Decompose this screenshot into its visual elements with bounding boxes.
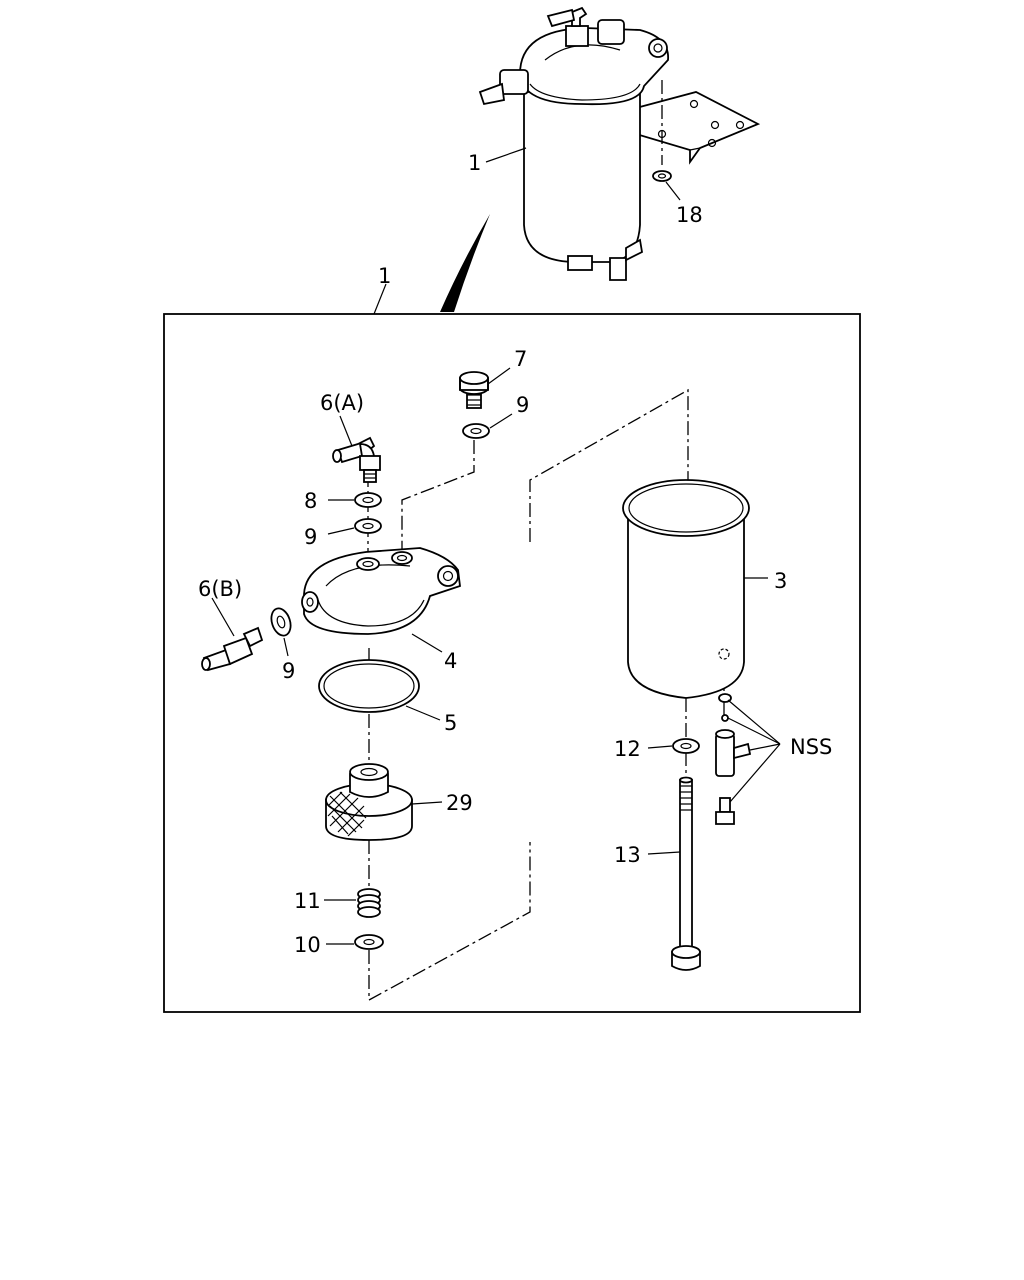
callout-4: 4 (444, 649, 457, 673)
assembled-fuel-filter (478, 6, 761, 281)
callout-6a: 6(A) (320, 391, 364, 415)
part-8-washer (354, 492, 382, 508)
callout-18: 18 (676, 203, 703, 227)
part-13-bolt (671, 776, 701, 971)
part-11-spring (357, 888, 381, 918)
callout-10: 10 (294, 933, 321, 957)
callout-12: 12 (614, 737, 641, 761)
part-9-washer-left (270, 607, 292, 637)
callout-29: 29 (446, 791, 473, 815)
callout-7: 7 (514, 347, 527, 371)
part-29-filter-element (325, 763, 413, 841)
callout-9-left: 9 (282, 659, 295, 683)
callout-8: 8 (304, 489, 317, 513)
part-3-bowl (622, 479, 750, 699)
callout-9-mid: 9 (304, 525, 317, 549)
part-5-o-ring (318, 659, 420, 713)
detail-pointer (440, 214, 490, 312)
part-6a-elbow-fitting (332, 436, 381, 483)
part-9-washer-top (462, 423, 490, 439)
part-10-washer (354, 934, 384, 950)
callout-nss: NSS (790, 735, 832, 759)
callout-3: 3 (774, 569, 787, 593)
callout-1-frame: 1 (378, 264, 391, 288)
callout-13: 13 (614, 843, 641, 867)
callout-11: 11 (294, 889, 321, 913)
part-7-plug (459, 371, 489, 409)
callout-1-top: 1 (468, 151, 481, 175)
callout-5: 5 (444, 711, 457, 735)
part-4-filter-head (301, 547, 461, 635)
callout-9-top: 9 (516, 393, 529, 417)
nss-drain-parts (715, 648, 752, 825)
part-6b-straight-fitting (201, 626, 264, 672)
callout-6b: 6(B) (198, 577, 242, 601)
detail-frame (163, 313, 861, 1013)
part-9-washer-mid (354, 518, 382, 534)
part-12-washer (672, 738, 700, 754)
